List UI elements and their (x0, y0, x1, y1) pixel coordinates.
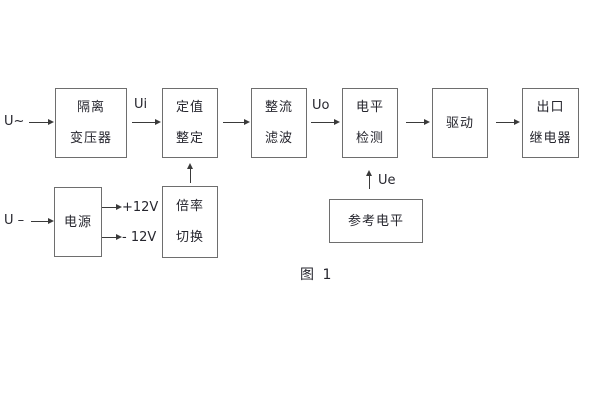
block-ratio-switch-line2: 切换 (175, 230, 204, 245)
block-power-supply: 电源 (54, 187, 102, 257)
input-dc-label: U – (4, 213, 25, 228)
arrow-right-icon (311, 119, 340, 125)
arrow-right-icon (496, 119, 520, 125)
block-isolation-transformer-line1: 隔离 (76, 100, 105, 115)
block-rectify-filter: 整流 滤波 (251, 88, 307, 158)
block-output-relay-line1: 出口 (536, 100, 565, 115)
block-ratio-switch: 倍率 切换 (162, 186, 218, 258)
arrow-up-icon (187, 163, 193, 183)
plus-12v-label: +12V (122, 200, 159, 215)
arrow-right-icon (406, 119, 430, 125)
block-isolation-transformer: 隔离 变压器 (55, 88, 127, 158)
arrow-right-icon (29, 119, 54, 125)
arrow-right-icon (132, 119, 161, 125)
minus-12v-label: - 12V (122, 230, 157, 245)
block-drive-line1: 驱动 (445, 115, 474, 131)
block-level-detect-line1: 电平 (355, 100, 384, 115)
block-rectify-filter-line2: 滤波 (264, 131, 293, 146)
signal-ue-label: Ue (378, 173, 396, 188)
signal-ui-label: Ui (134, 97, 148, 112)
block-power-supply-line1: 电源 (63, 214, 92, 230)
block-value-setting: 定值 整定 (162, 88, 218, 158)
block-reference-level: 参考电平 (329, 199, 423, 243)
input-ac-label: U~ (4, 114, 25, 129)
arrow-up-icon (366, 170, 372, 189)
figure-caption: 图 1 (300, 267, 334, 283)
arrow-right-icon (223, 119, 250, 125)
block-level-detect-line2: 检测 (355, 131, 384, 146)
block-output-relay: 出口 继电器 (522, 88, 579, 158)
arrow-right-icon (102, 234, 122, 240)
signal-uo-label: Uo (312, 98, 330, 113)
block-reference-level-line1: 参考电平 (347, 213, 404, 229)
block-rectify-filter-line1: 整流 (264, 100, 293, 115)
block-level-detect: 电平 检测 (342, 88, 398, 158)
block-drive: 驱动 (432, 88, 488, 158)
block-output-relay-line2: 继电器 (529, 131, 572, 146)
block-value-setting-line2: 整定 (175, 131, 204, 146)
block-ratio-switch-line1: 倍率 (175, 199, 204, 214)
block-isolation-transformer-line2: 变压器 (69, 131, 112, 146)
arrow-right-icon (102, 204, 122, 210)
arrow-right-icon (31, 218, 54, 224)
block-value-setting-line1: 定值 (175, 100, 204, 115)
